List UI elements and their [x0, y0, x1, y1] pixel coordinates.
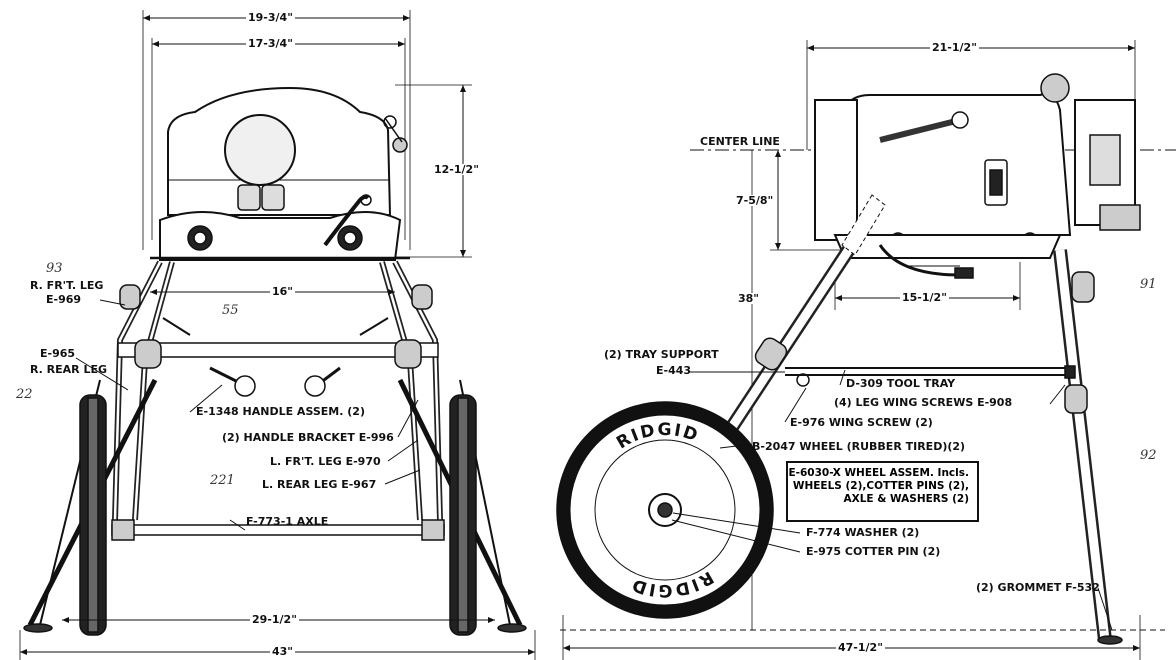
label-tray-support-part: E-443: [656, 364, 692, 377]
handwritten-note-2: 55: [222, 303, 239, 318]
handwritten-note-1: 93: [46, 261, 63, 276]
side-view: [556, 40, 1176, 660]
dim-leg-spread: 16": [270, 285, 296, 298]
label-handle-bracket: (2) HANDLE BRACKET E-996: [222, 431, 394, 444]
label-tool-tray: D-309 TOOL TRAY: [846, 377, 956, 390]
dim-base-width: 43": [270, 645, 296, 658]
handwritten-note-4: 221: [210, 473, 235, 488]
label-handle-assembly: E-1348 HANDLE ASSEM. (2): [196, 405, 365, 418]
note-line-1: E-6030-X WHEEL ASSEM. Incls.: [788, 467, 969, 479]
label-washer: F-774 WASHER (2): [806, 526, 920, 539]
label-rear-leg-part: E-965: [40, 347, 76, 360]
label-wheel: B-2047 WHEEL (RUBBER TIRED)(2): [752, 440, 966, 453]
dim-overall-width: 19-3/4": [246, 11, 295, 24]
dim-side-length: 21-1/2": [930, 41, 979, 54]
wheel-assembly-note: E-6030-X WHEEL ASSEM. Incls. WHEELS (2),…: [786, 461, 979, 522]
label-tray-support: (2) TRAY SUPPORT: [604, 348, 719, 361]
label-right-front-leg-part: E-969: [46, 293, 82, 306]
front-view: [19, 10, 536, 660]
label-cotter-pin: E-975 COTTER PIN (2): [806, 545, 941, 558]
label-left-front-leg: L. FR'T. LEG E-970: [270, 455, 381, 468]
dim-overall-length: 47-1/2": [836, 641, 885, 654]
dim-center-height: 7-5/8": [734, 194, 776, 207]
dim-height: 12-1/2": [432, 163, 481, 176]
note-line-2: WHEELS (2),COTTER PINS (2),: [792, 480, 969, 492]
label-left-rear-leg: L. REAR LEG E-967: [262, 478, 377, 491]
dim-leg-span: 15-1/2": [900, 291, 949, 304]
label-right-rear-leg: R. REAR LEG: [30, 363, 108, 376]
handwritten-note-3: 22: [16, 387, 33, 402]
dim-axle-width: 29-1/2": [250, 613, 299, 626]
label-grommet: (2) GROMMET F-532: [976, 581, 1100, 594]
dim-body-width: 17-3/4": [246, 37, 295, 50]
note-line-3: AXLE & WASHERS (2): [843, 493, 969, 505]
label-right-front-leg: R. FR'T. LEG: [30, 279, 104, 292]
label-axle: F-773-1 AXLE: [246, 515, 329, 528]
handwritten-note-5: 91: [1140, 277, 1157, 292]
center-line-label: CENTER LINE: [700, 135, 780, 148]
label-wing-screw: E-976 WING SCREW (2): [790, 416, 933, 429]
handwritten-note-6: 92: [1140, 448, 1157, 463]
dim-total-height: 38": [736, 292, 762, 305]
label-leg-wing-screws: (4) LEG WING SCREWS E-908: [834, 396, 1013, 409]
